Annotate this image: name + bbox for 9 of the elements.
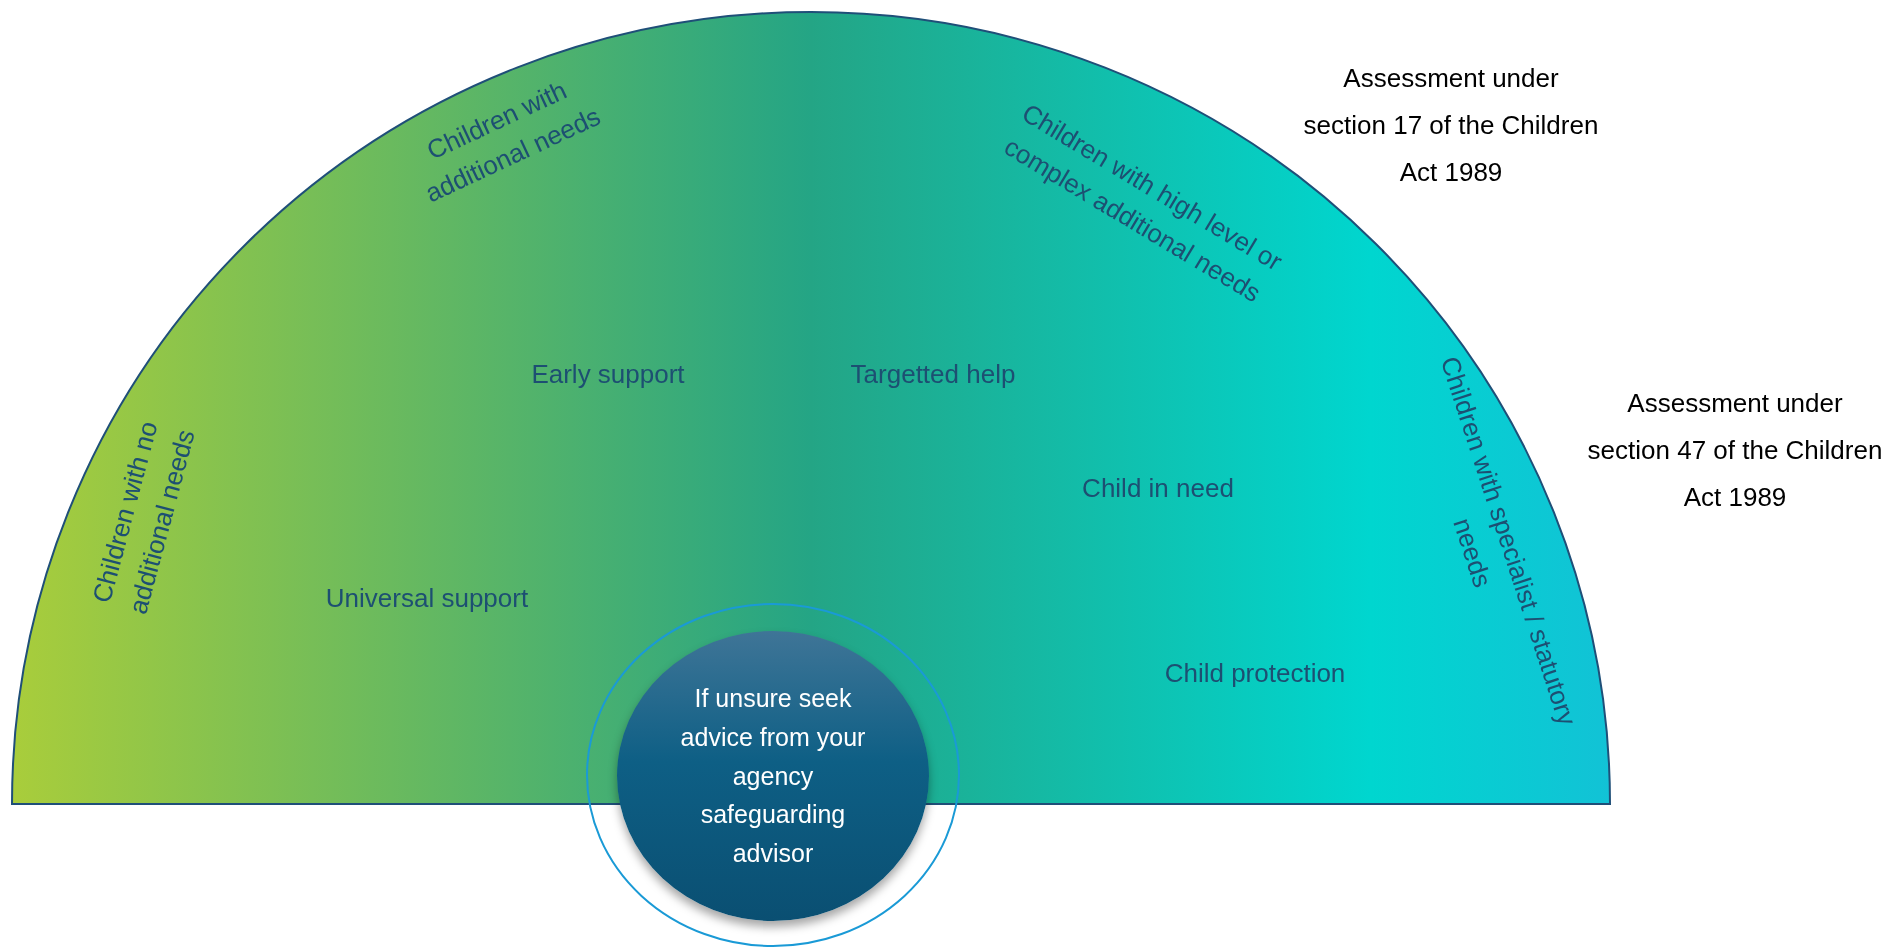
needs-label: Children with no additional needs	[85, 417, 202, 619]
tier-label: Child in need	[1081, 472, 1235, 506]
tier-label: Universal support	[324, 582, 530, 616]
assessment-note: Assessment under section 47 of the Children Act 1989	[1586, 386, 1884, 514]
assessment-note: Assessment under section 17 of the Children Act 1989	[1302, 61, 1600, 189]
advice-text: If unsure seek advice from your agency safeguarding advisor	[679, 683, 867, 870]
tier-label: Child protection	[1163, 657, 1347, 691]
tier-label: Targetted help	[849, 358, 1017, 392]
tier-label: Early support	[530, 358, 686, 392]
